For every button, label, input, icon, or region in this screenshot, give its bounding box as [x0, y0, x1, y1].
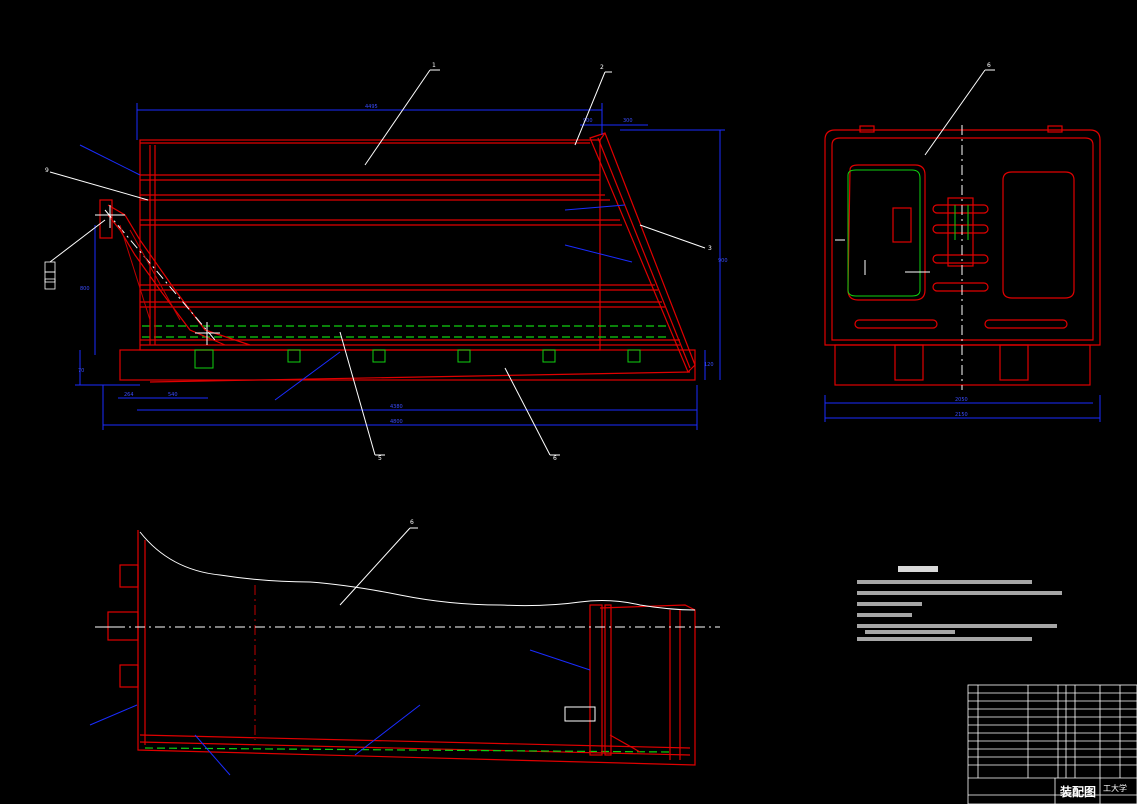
balloon-3: 3 [708, 245, 712, 252]
title-block: 装配图 工大学 [967, 684, 1137, 804]
balloon-6: 6 [553, 455, 557, 462]
plan-view: 6 [89, 519, 720, 776]
drawing-name: 装配图 [1059, 784, 1096, 799]
subframe [119, 349, 696, 381]
svg-text:70: 70 [78, 368, 84, 374]
school-name: 工大学 [1103, 783, 1127, 793]
balloon-9: 9 [45, 167, 49, 174]
svg-text:2150: 2150 [955, 412, 968, 418]
svg-text:4800: 4800 [390, 419, 403, 425]
technical-notes [857, 566, 1062, 641]
svg-text:540: 540 [168, 392, 178, 398]
svg-text:2050: 2050 [955, 397, 968, 403]
svg-text:4380: 4380 [390, 404, 403, 410]
front-view: 4495 900 300 4380 4800 264 540 800 70 90… [44, 62, 728, 462]
body-outline [139, 139, 601, 351]
balloon-5: 5 [378, 455, 382, 462]
side-view: 2050 2150 6 [824, 62, 1101, 422]
plan-outline [137, 530, 696, 766]
side-outline [824, 129, 1101, 346]
svg-text:300: 300 [623, 118, 633, 124]
plan-balloon: 6 [410, 519, 414, 526]
svg-text:900: 900 [583, 118, 593, 124]
balloon-1: 1 [432, 62, 436, 69]
svg-text:4495: 4495 [365, 104, 378, 110]
balloon-2: 2 [600, 64, 604, 71]
tail-gate [589, 132, 696, 374]
side-balloon: 6 [987, 62, 991, 69]
svg-text:800: 800 [80, 286, 90, 292]
svg-text:900: 900 [718, 258, 728, 264]
svg-text:120: 120 [704, 362, 714, 368]
svg-text:264: 264 [124, 392, 134, 398]
